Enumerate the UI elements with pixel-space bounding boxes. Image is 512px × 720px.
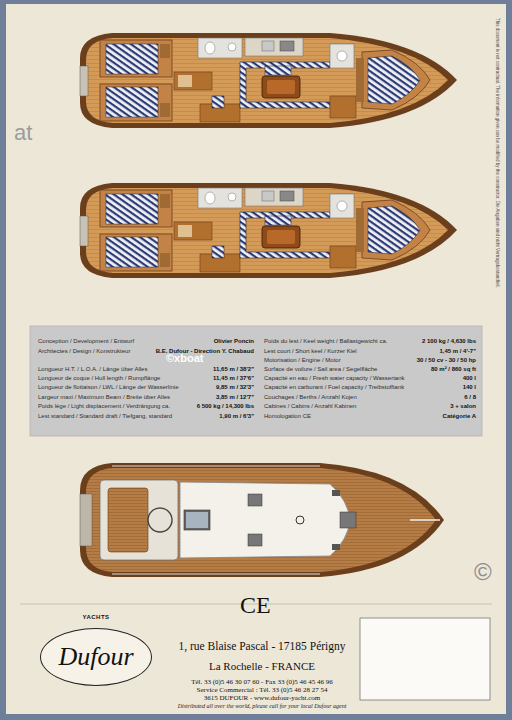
spec-label: Conception / Development / Entwurf xyxy=(38,338,134,345)
brand-name: Dufour xyxy=(58,642,133,672)
spec-value: Catégorie A xyxy=(443,413,476,420)
ce-mark: CE xyxy=(240,592,271,620)
spec-value: 2 100 kg / 4,630 lbs xyxy=(422,338,476,345)
spec-label: Poids lège / Light displacement / Verdrä… xyxy=(38,403,170,410)
watermark: © xyxy=(474,558,492,586)
spec-value: Olivier Poncin xyxy=(214,338,254,345)
contact-line: Service Commercial : Tél. 33 (0)5 46 28 … xyxy=(197,686,328,694)
spec-label: Lest court / Short keel / Kurzer Kiel xyxy=(264,348,357,355)
spec-value: 9,85 m / 32'3" xyxy=(216,384,254,391)
spec-label: Poids du lest / Keel weight / Ballastgew… xyxy=(264,338,387,345)
spec-value: 30 / 50 cv - 30 / 50 hp xyxy=(417,357,476,364)
spec-label: Surface de voilure / Sail area / Segelfl… xyxy=(264,366,377,373)
side-note: This document is not contractual. The in… xyxy=(495,18,500,288)
spec-value: 400 l xyxy=(463,375,476,382)
spec-value: B.E. Dufour - Direction Y. Chabaud xyxy=(156,348,254,355)
footer-note: Distributed all over the world, please c… xyxy=(178,703,347,710)
spec-label: Capacité en carburant / Fuel capacity / … xyxy=(264,384,404,391)
spec-value: 80 m² / 860 sq ft xyxy=(431,366,476,373)
spec-label: Cabines / Cabins / Anzahl Kabinen xyxy=(264,403,356,410)
spec-label: Homologation CE xyxy=(264,413,311,420)
spec-label: Lest standard / Standard draft / Tiefgan… xyxy=(38,413,172,420)
spec-value: 1,90 m / 6'3" xyxy=(219,413,254,420)
spec-label: Motorisation / Engine / Motor xyxy=(264,357,341,364)
spec-value: 3 + salon xyxy=(450,403,476,410)
brand-tag: YACHTS xyxy=(82,614,109,621)
spec-value: 6 / 8 xyxy=(464,394,476,401)
spec-value: 11,45 m / 37'6" xyxy=(213,375,254,382)
spec-label: Architectes / Design / Konstrukteur xyxy=(38,348,130,355)
logo-oval: YACHTSDufour xyxy=(40,628,152,686)
spec-label: Couchages / Berths / Anzahl Kojen xyxy=(264,394,357,401)
spec-label: Longueur de flottaison / LWL / Länge der… xyxy=(38,384,179,391)
spec-value: 3,85 m / 12'7" xyxy=(216,394,254,401)
spec-label: Largeur maxi / Maximum Beam / Breite übe… xyxy=(38,394,170,401)
contact-line: Tél. 33 (0)5 46 30 07 60 - Fax 33 (0)5 4… xyxy=(191,678,333,686)
contact-line: 3615 DUFOUR - www.dufour-yacht.com xyxy=(204,694,321,702)
address-line: La Rochelle - FRANCE xyxy=(209,660,315,673)
spec-label: Capacité en eau / Fresh water capacity /… xyxy=(264,375,405,382)
spec-label: Longueur de coque / Hull length / Rumpfl… xyxy=(38,375,160,382)
spec-value: 1,45 m / 4'-7" xyxy=(439,348,476,355)
watermark: at xyxy=(14,120,32,145)
spec-value: 6 500 kg / 14,300 lbs xyxy=(197,403,254,410)
address-line: 1, rue Blaise Pascal - 17185 Périgny xyxy=(178,640,345,653)
spec-label: Longueur H.T. / L.O.A. / Länge über Alle… xyxy=(38,366,147,373)
spec-value: 140 l xyxy=(463,384,476,391)
spec-value: 11,65 m / 38'2" xyxy=(213,366,254,373)
